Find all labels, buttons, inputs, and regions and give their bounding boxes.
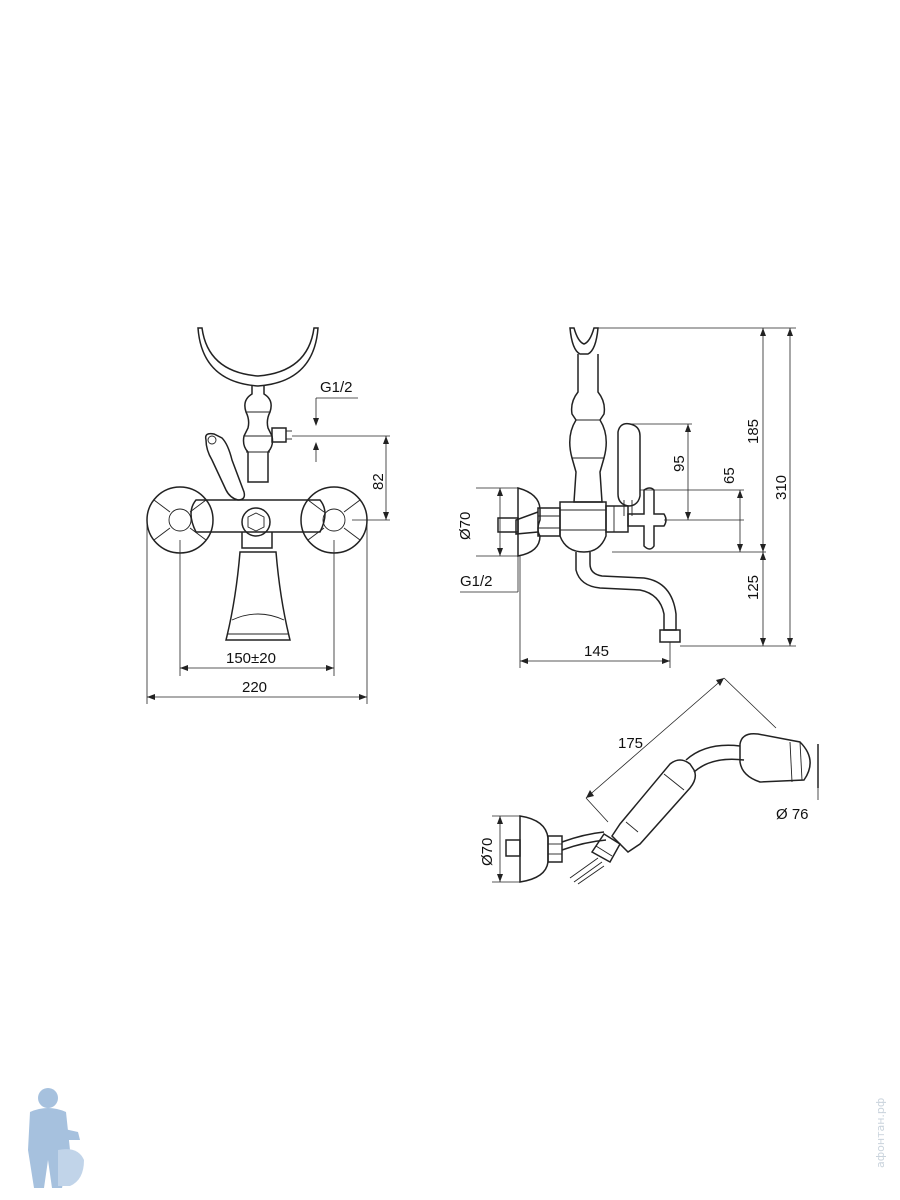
front-outlet-nipple [271, 427, 287, 443]
front-view: G1/2 82 150±20 220 [146, 327, 390, 704]
side-handle-offset-label: 65 [721, 467, 738, 484]
front-shower-cradle [197, 327, 319, 387]
side-handle-height-label: 95 [671, 455, 688, 472]
side-eccentric-arm [515, 511, 539, 535]
hand-flange-dia-label: Ø70 [479, 838, 496, 866]
side-cross-handle [627, 487, 667, 550]
front-center-nut [241, 507, 271, 537]
front-thread-label: G1/2 [320, 379, 353, 396]
front-centers-label: 150±20 [226, 650, 276, 667]
front-column [242, 386, 274, 483]
side-projection-label: 145 [584, 643, 609, 660]
side-flange-dia-label: Ø70 [457, 512, 474, 540]
side-spout [575, 552, 677, 631]
side-view: 95 65 185 125 310 Ø70 G1/2 [457, 327, 796, 668]
front-diverter-lever [204, 432, 246, 501]
side-upper-height-label: 185 [745, 419, 762, 444]
front-height-label: 82 [370, 473, 387, 490]
side-cradle-hook [569, 327, 599, 355]
side-diverter-lever [617, 422, 641, 507]
front-body [190, 499, 326, 533]
front-width-label: 220 [242, 679, 267, 696]
hand-shower-head [739, 732, 811, 783]
hand-wall-flange [519, 815, 549, 883]
side-wall-flange [517, 487, 541, 557]
side-inlet-stub [497, 517, 519, 533]
hand-hose [561, 831, 605, 843]
plumber-logo [28, 1088, 84, 1188]
front-spout [225, 532, 291, 641]
hand-shower-view: 175 Ø 76 Ø70 [479, 677, 819, 885]
watermark-text: афонтан.рф [874, 1098, 887, 1168]
side-column [569, 354, 607, 503]
hand-length-label: 175 [618, 735, 643, 752]
hand-head-dia-label: Ø 76 [776, 806, 809, 823]
side-lower-height-label: 125 [745, 575, 762, 600]
side-body [559, 501, 607, 553]
side-thread-label: G1/2 [460, 573, 493, 590]
side-total-height-label: 310 [773, 475, 790, 500]
hand-shower-handle [611, 759, 697, 853]
side-hex-coupling [537, 507, 561, 537]
hand-connector [590, 832, 622, 864]
